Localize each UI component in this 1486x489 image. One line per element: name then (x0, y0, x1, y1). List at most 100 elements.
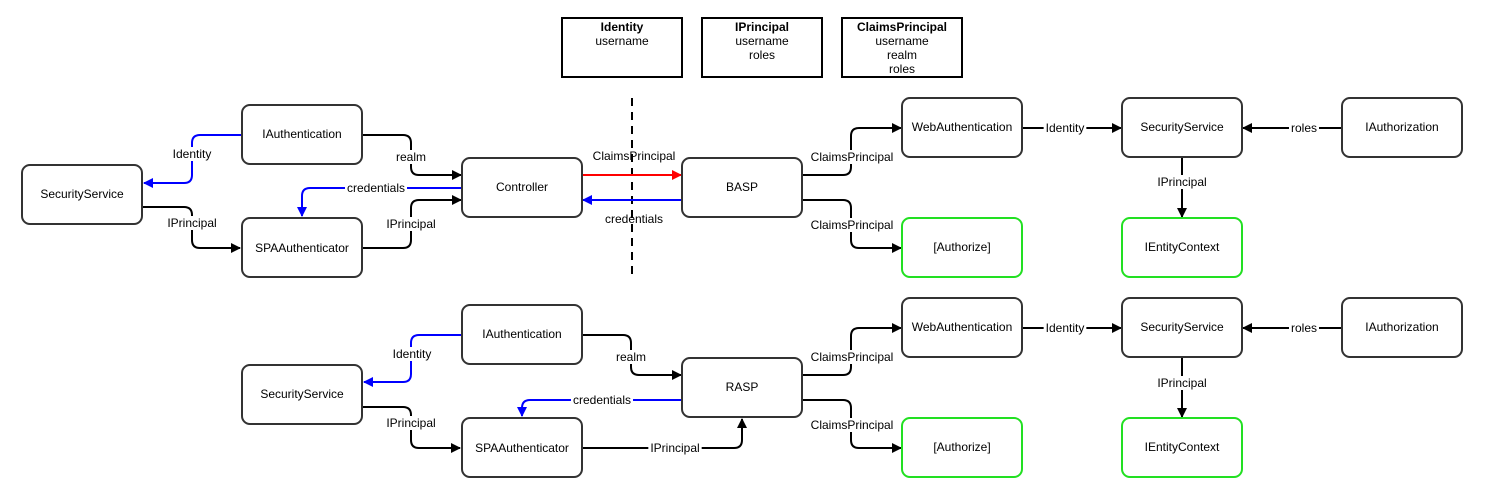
node-security-service-right[interactable]: SecurityService (1121, 97, 1243, 158)
svg-text:realm: realm (396, 150, 426, 164)
edge-label: IPrincipal (1155, 175, 1209, 189)
svg-text:RASP: RASP (726, 380, 759, 394)
node-authorize-attribute[interactable]: [Authorize] (901, 217, 1023, 278)
edge-label: IPrincipal (648, 441, 702, 455)
svg-text:IAuthorization: IAuthorization (1365, 120, 1438, 134)
svg-text:[Authorize]: [Authorize] (933, 240, 990, 254)
svg-text:credentials: credentials (347, 181, 405, 195)
edge-label: credentials (570, 393, 634, 407)
edge-labels: Identity IPrincipal realm credentials IP… (165, 121, 1320, 455)
svg-text:SecurityService: SecurityService (1140, 320, 1224, 334)
edge-label: ClaimsPrincipal (593, 149, 676, 163)
svg-text:SPAAuthenticator: SPAAuthenticator (255, 241, 349, 255)
edge-b5 (582, 418, 747, 449)
node-iauthentication[interactable]: IAuthentication (461, 304, 583, 365)
svg-text:IAuthorization: IAuthorization (1365, 320, 1438, 334)
edge-label: IPrincipal (384, 217, 438, 231)
svg-text:WebAuthentication: WebAuthentication (912, 320, 1013, 334)
node-iauthentication[interactable]: IAuthentication (241, 104, 363, 165)
edge-label: Identity (390, 347, 434, 361)
svg-text:SecurityService: SecurityService (260, 387, 344, 401)
edge-label: Identity (1043, 121, 1087, 135)
svg-text:ClaimsPrincipal: ClaimsPrincipal (811, 350, 894, 364)
edge-label: roles (1288, 321, 1320, 335)
legend-claimsprincipal: ClaimsPrincipal username realm roles (841, 17, 963, 78)
legend-field: username (595, 34, 649, 48)
svg-text:Identity: Identity (393, 347, 432, 361)
node-security-service-right[interactable]: SecurityService (1121, 297, 1243, 358)
edge-label: IPrincipal (1155, 376, 1209, 390)
legend-box (561, 17, 683, 78)
node-basp[interactable]: BASP (681, 157, 803, 218)
svg-text:SecurityService: SecurityService (40, 187, 124, 201)
edge-label: ClaimsPrincipal (808, 218, 896, 232)
legend-field: username (735, 34, 789, 48)
node-controller[interactable]: Controller (461, 157, 583, 218)
node-security-service[interactable]: SecurityService (241, 364, 363, 425)
node-ientity-context[interactable]: IEntityContext (1121, 217, 1243, 278)
svg-text:IPrincipal: IPrincipal (386, 416, 435, 430)
edge-label: IPrincipal (165, 216, 219, 230)
legend-title: Identity (601, 20, 644, 34)
edge-label: realm (393, 150, 429, 164)
legend-title: IPrincipal (735, 20, 789, 34)
svg-text:roles: roles (1291, 321, 1317, 335)
node-web-authentication[interactable]: WebAuthentication (901, 97, 1023, 158)
node-security-service[interactable]: SecurityService (21, 164, 143, 225)
edge-label: roles (1288, 121, 1320, 135)
legend-identity: Identity username (561, 17, 683, 78)
legend-field: username (875, 34, 929, 48)
svg-text:ClaimsPrincipal: ClaimsPrincipal (811, 218, 894, 232)
node-authorize-attribute[interactable]: [Authorize] (901, 417, 1023, 478)
svg-text:IPrincipal: IPrincipal (650, 441, 699, 455)
svg-text:IPrincipal: IPrincipal (1157, 175, 1206, 189)
node-iauthorization[interactable]: IAuthorization (1341, 297, 1463, 358)
svg-text:IAuthentication: IAuthentication (482, 327, 561, 341)
svg-text:ClaimsPrincipal: ClaimsPrincipal (811, 418, 894, 432)
node-spa-authenticator[interactable]: SPAAuthenticator (461, 417, 583, 478)
edge-label: ClaimsPrincipal (808, 150, 896, 164)
edge-label: credentials (605, 212, 663, 226)
node-rasp[interactable]: RASP (681, 357, 803, 418)
node-web-authentication[interactable]: WebAuthentication (901, 297, 1023, 358)
svg-text:IPrincipal: IPrincipal (1157, 376, 1206, 390)
svg-text:IAuthentication: IAuthentication (262, 127, 341, 141)
legend-box (701, 17, 823, 78)
svg-text:ClaimsPrincipal: ClaimsPrincipal (811, 150, 894, 164)
edge-label: Identity (1043, 321, 1087, 335)
svg-text:Identity: Identity (1046, 321, 1085, 335)
edge-label: ClaimsPrincipal (808, 350, 896, 364)
svg-text:credentials: credentials (573, 393, 631, 407)
legend-title: ClaimsPrincipal (857, 20, 947, 34)
svg-text:[Authorize]: [Authorize] (933, 440, 990, 454)
edge-label: IPrincipal (384, 416, 438, 430)
svg-text:roles: roles (1291, 121, 1317, 135)
svg-text:SecurityService: SecurityService (1140, 120, 1224, 134)
svg-text:Controller: Controller (496, 180, 548, 194)
svg-text:IPrincipal: IPrincipal (167, 216, 216, 230)
edge-label: ClaimsPrincipal (808, 418, 896, 432)
legend-field: roles (889, 62, 915, 76)
svg-text:WebAuthentication: WebAuthentication (912, 120, 1013, 134)
legend-iprincipal: IPrincipal username roles (701, 17, 823, 78)
svg-text:Identity: Identity (173, 147, 212, 161)
svg-text:ClaimsPrincipal: ClaimsPrincipal (593, 149, 676, 163)
edge-label: Identity (170, 147, 214, 161)
legend-box (841, 17, 963, 78)
node-spa-authenticator[interactable]: SPAAuthenticator (241, 217, 363, 278)
svg-text:credentials: credentials (605, 212, 663, 226)
svg-text:realm: realm (616, 350, 646, 364)
node-ientity-context[interactable]: IEntityContext (1121, 417, 1243, 478)
svg-text:IEntityContext: IEntityContext (1145, 440, 1220, 454)
edge-label: credentials (344, 181, 408, 195)
edge-label: realm (613, 350, 649, 364)
legend-field: roles (749, 48, 775, 62)
svg-text:IPrincipal: IPrincipal (386, 217, 435, 231)
svg-text:BASP: BASP (726, 180, 758, 194)
node-iauthorization[interactable]: IAuthorization (1341, 97, 1463, 158)
svg-text:Identity: Identity (1046, 121, 1085, 135)
svg-text:SPAAuthenticator: SPAAuthenticator (475, 441, 569, 455)
edge-b4 (517, 399, 682, 417)
svg-text:IEntityContext: IEntityContext (1145, 240, 1220, 254)
